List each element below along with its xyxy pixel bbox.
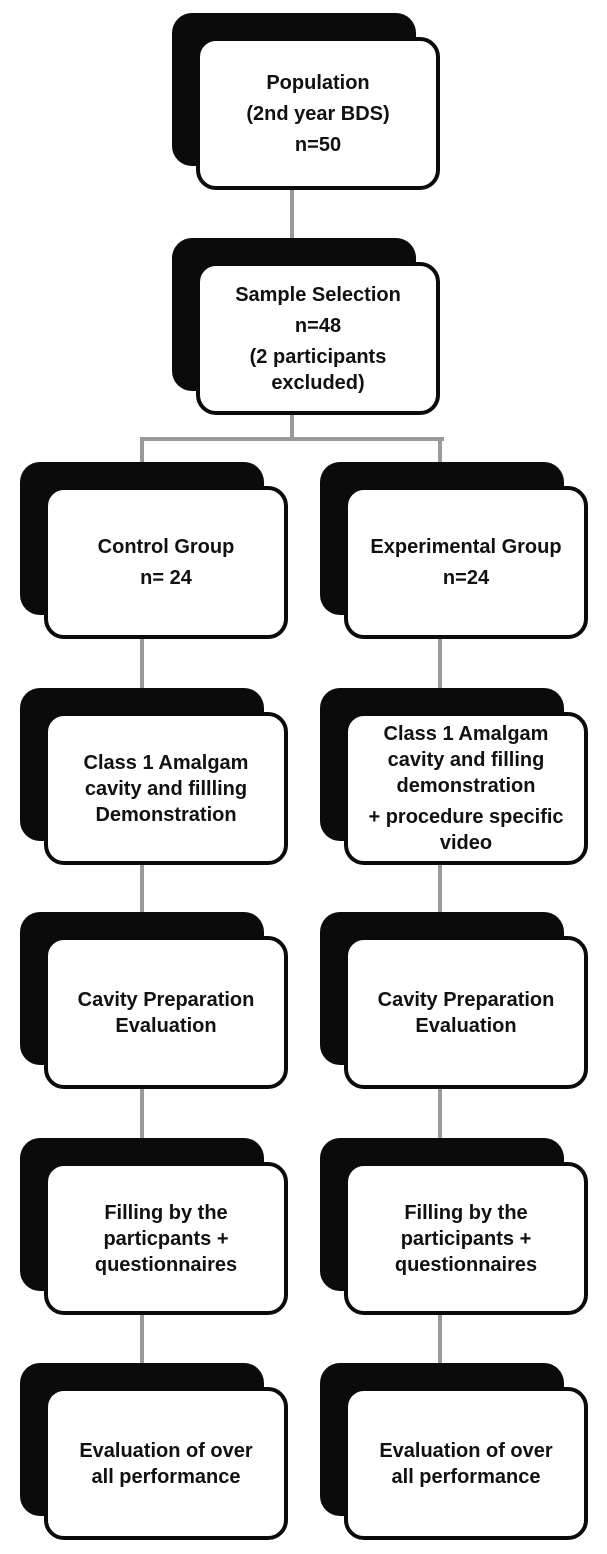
node-card: Experimental Group n=24 [344, 486, 588, 639]
node-text: Sample Selection n=48 (2 participants ex… [200, 277, 436, 401]
node-card: Control Group n= 24 [44, 486, 288, 639]
node-text: Control Group n= 24 [48, 529, 284, 596]
node-card: Cavity Preparation Evaluation [44, 936, 288, 1089]
node-line: Filling by the particpants + questionnai… [94, 1201, 238, 1276]
node-card: Filling by the particpants + questionnai… [44, 1162, 288, 1315]
connector-cavity-filling-left [140, 1084, 144, 1144]
node-line: (2nd year BDS) [246, 102, 390, 125]
node-line: Control Group [97, 536, 235, 558]
connector-branch-left-drop [140, 437, 144, 470]
node-text: Cavity Preparation Evaluation [48, 982, 284, 1044]
node-line: Sample Selection [235, 283, 401, 306]
node-text: Filling by the participants + questionna… [348, 1195, 584, 1283]
node-line: n= 24 [140, 567, 192, 589]
node-card: Evaluation of over all performance [44, 1387, 288, 1540]
node-line: Population [266, 71, 370, 94]
flow-node-cavity-eval-control: Cavity Preparation Evaluation [20, 912, 288, 1089]
flow-node-experimental-group: Experimental Group n=24 [320, 462, 588, 639]
node-line: Cavity Preparation Evaluation [77, 988, 255, 1037]
node-text: Population (2nd year BDS) n=50 [200, 65, 436, 163]
flow-node-sample-selection: Sample Selection n=48 (2 participants ex… [172, 238, 440, 415]
node-line: Evaluation of over all performance [379, 1439, 553, 1488]
node-text: Evaluation of over all performance [48, 1433, 284, 1495]
connector-population-sample [290, 186, 294, 242]
node-text: Class 1 Amalgam cavity and filling demon… [348, 716, 584, 861]
node-line: n=24 [442, 567, 490, 589]
node-card: Cavity Preparation Evaluation [344, 936, 588, 1089]
connector-branch-right-drop [438, 437, 442, 470]
node-line: Evaluation of over all performance [79, 1439, 253, 1488]
connector-experimental-demo [438, 634, 442, 694]
connector-sample-branch-stub [290, 410, 294, 441]
flow-node-overall-eval-control: Evaluation of over all performance [20, 1363, 288, 1540]
flow-node-filling-experimental: Filling by the participants + questionna… [320, 1138, 588, 1315]
node-card: Sample Selection n=48 (2 participants ex… [196, 262, 440, 415]
connector-demo-cavity-left [140, 860, 144, 918]
node-text: Cavity Preparation Evaluation [348, 982, 584, 1044]
connector-filling-overall-left [140, 1310, 144, 1369]
flow-node-control-group: Control Group n= 24 [20, 462, 288, 639]
node-card: Filling by the participants + questionna… [344, 1162, 588, 1315]
node-text: Class 1 Amalgam cavity and fillling Demo… [48, 745, 284, 833]
flow-node-demo-control: Class 1 Amalgam cavity and fillling Demo… [20, 688, 288, 865]
node-text: Evaluation of over all performance [348, 1433, 584, 1495]
node-card: Class 1 Amalgam cavity and fillling Demo… [44, 712, 288, 865]
connector-branch-horizontal [140, 437, 444, 441]
node-card: Population (2nd year BDS) n=50 [196, 37, 440, 190]
node-line: Class 1 Amalgam cavity and filling demon… [383, 723, 549, 797]
node-line: (2 participants excluded) [249, 345, 387, 394]
node-line: + procedure specific video [368, 806, 564, 854]
connector-control-demo [140, 634, 144, 694]
node-card: Evaluation of over all performance [344, 1387, 588, 1540]
node-line: Experimental Group [370, 536, 562, 558]
node-line: Filling by the participants + questionna… [394, 1201, 538, 1276]
flow-node-cavity-eval-experimental: Cavity Preparation Evaluation [320, 912, 588, 1089]
node-line: Class 1 Amalgam cavity and fillling Demo… [83, 751, 249, 826]
node-text: Filling by the particpants + questionnai… [48, 1195, 284, 1283]
node-line: n=48 [294, 314, 342, 337]
node-card: Class 1 Amalgam cavity and filling demon… [344, 712, 588, 865]
connector-filling-overall-right [438, 1310, 442, 1369]
flow-node-population: Population (2nd year BDS) n=50 [172, 13, 440, 190]
flow-node-demo-experimental: Class 1 Amalgam cavity and filling demon… [320, 688, 588, 865]
node-line: n=50 [294, 133, 342, 156]
node-line: Cavity Preparation Evaluation [377, 988, 555, 1037]
connector-cavity-filling-right [438, 1084, 442, 1144]
flow-node-filling-control: Filling by the particpants + questionnai… [20, 1138, 288, 1315]
connector-demo-cavity-right [438, 860, 442, 918]
node-text: Experimental Group n=24 [348, 529, 584, 596]
flow-node-overall-eval-experimental: Evaluation of over all performance [320, 1363, 588, 1540]
